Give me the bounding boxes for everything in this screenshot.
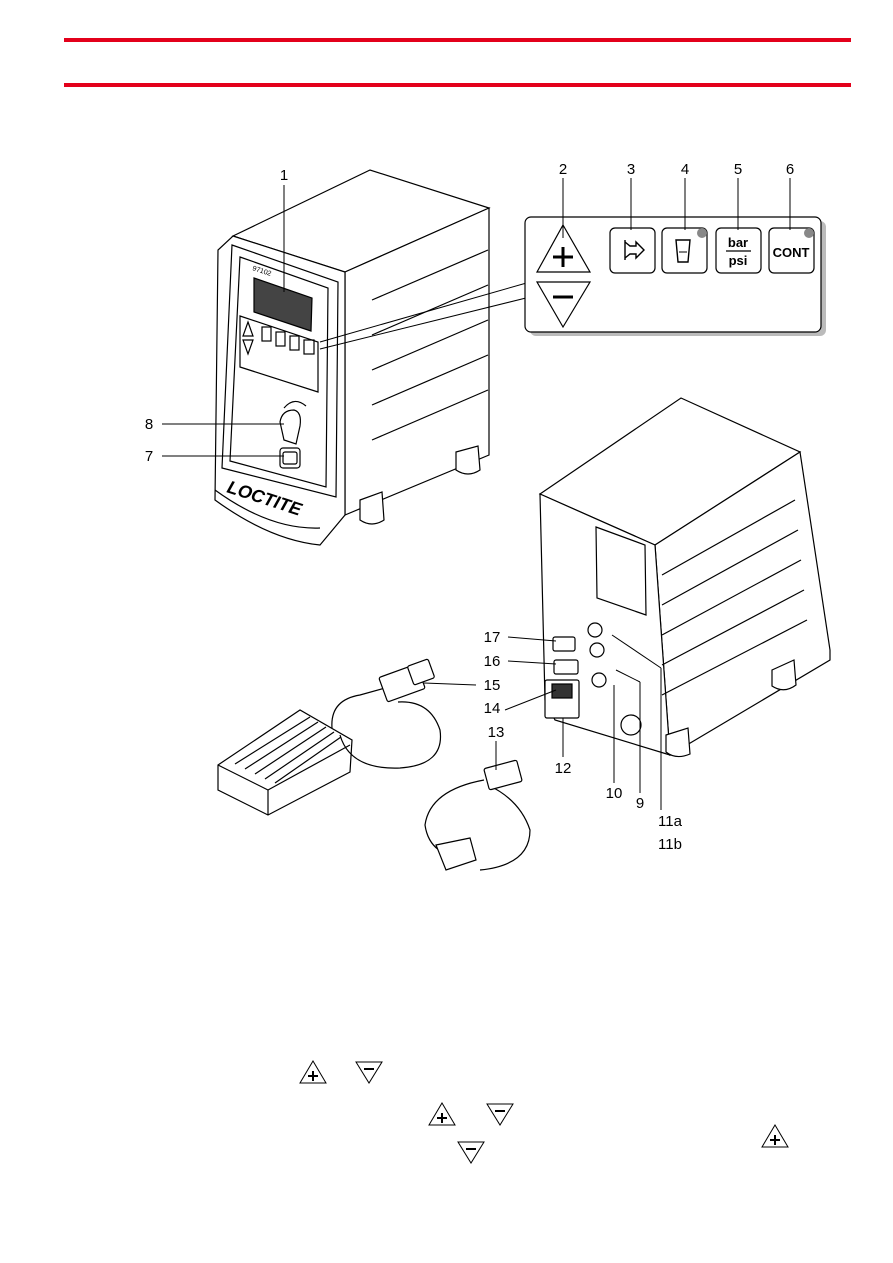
key-bar-text: bar [728,235,748,250]
label-6: 6 [786,161,794,178]
label-13: 13 [488,724,505,741]
top-rule [64,38,851,42]
label-15: 15 [484,677,501,694]
label-11a: 11a [658,813,683,830]
front-unit [214,169,491,546]
label-10: 10 [606,785,623,802]
label-16: 16 [484,653,501,670]
callout-lines [162,178,791,810]
label-8: 8 [145,416,153,433]
label-4: 4 [681,161,689,178]
inline-minus-icon-3 [457,1141,485,1164]
foot-pedal [217,658,442,816]
inline-plus-icon-1 [299,1060,327,1084]
arrow-enter-icon [624,240,645,260]
rear-unit [538,397,831,758]
key-psi-text: psi [729,253,748,268]
label-7: 7 [145,448,153,465]
inline-plus-icon-2 [428,1102,456,1126]
label-14: 14 [484,700,501,717]
cont-led [804,228,814,238]
zoom-line-top [319,281,531,343]
label-17: 17 [484,629,501,646]
reservoir-icon [675,239,691,263]
inline-minus-icon-2 [486,1103,514,1126]
reservoir-led [697,228,707,238]
label-3: 3 [627,161,635,178]
label-9: 9 [636,795,644,812]
label-5: 5 [734,161,742,178]
label-12: 12 [555,760,572,777]
inline-plus-icon-3 [761,1124,789,1148]
power-cable [424,759,531,871]
label-2: 2 [559,161,567,178]
zoom-line-bottom [319,296,531,350]
label-1: 1 [280,167,288,184]
inline-minus-icon-1 [355,1061,383,1084]
key-cont-text: CONT [773,245,810,260]
label-11b: 11b [658,836,682,853]
minus-triangle-icon [535,281,592,329]
keypad-zoom-panel [524,216,826,336]
bottom-rule [64,83,851,87]
